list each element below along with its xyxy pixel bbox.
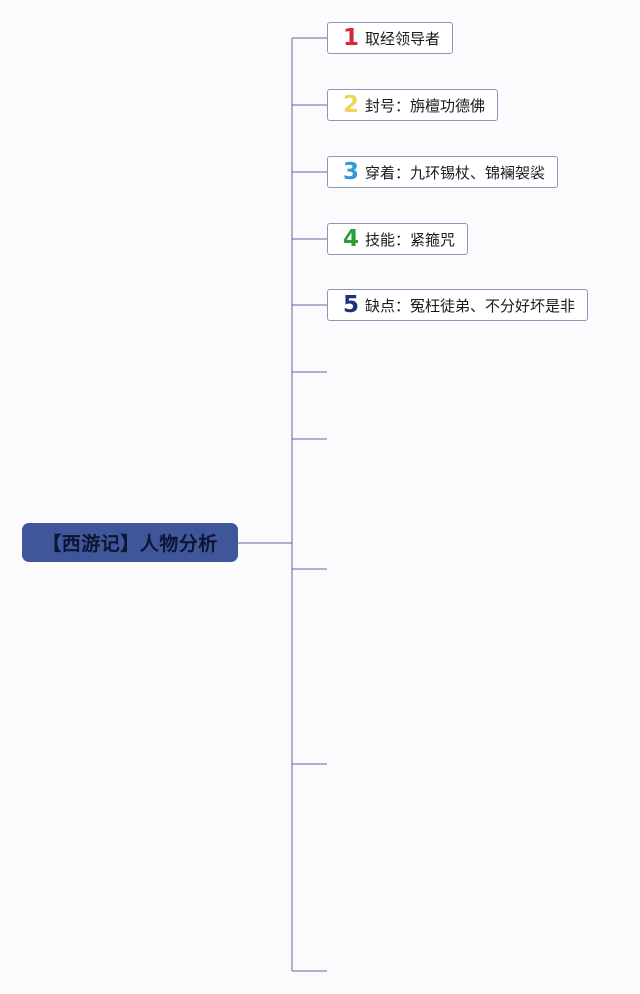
branch-text-5: 缺点：冤枉徒弟、不分好坏是非 bbox=[365, 296, 576, 315]
branch-number-4: 4 bbox=[343, 225, 360, 252]
branch-node-3[interactable]: 3 穿着：九环锡杖、锦襕袈裟 bbox=[327, 156, 559, 188]
root-node[interactable]: 【西游记】人物分析 bbox=[22, 523, 238, 562]
branch-number-1: 1 bbox=[343, 24, 360, 51]
branch-text-3: 穿着：九环锡杖、锦襕袈裟 bbox=[365, 163, 546, 182]
branch-number-3: 3 bbox=[343, 158, 360, 185]
branch-node-2[interactable]: 2 封号：旃檀功德佛 bbox=[327, 89, 499, 121]
branch-text-4: 技能：紧箍咒 bbox=[365, 230, 456, 249]
branch-node-1[interactable]: 1 取经领导者 bbox=[327, 22, 454, 54]
root-title: 【西游记】人物分析 bbox=[42, 533, 218, 555]
branch-text-2: 封号：旃檀功德佛 bbox=[365, 96, 486, 115]
branch-text-1: 取经领导者 bbox=[365, 29, 441, 48]
branch-node-5[interactable]: 5 缺点：冤枉徒弟、不分好坏是非 bbox=[327, 289, 589, 321]
branch-number-2: 2 bbox=[343, 91, 360, 118]
branch-number-5: 5 bbox=[343, 291, 360, 318]
branch-node-4[interactable]: 4 技能：紧箍咒 bbox=[327, 223, 469, 255]
